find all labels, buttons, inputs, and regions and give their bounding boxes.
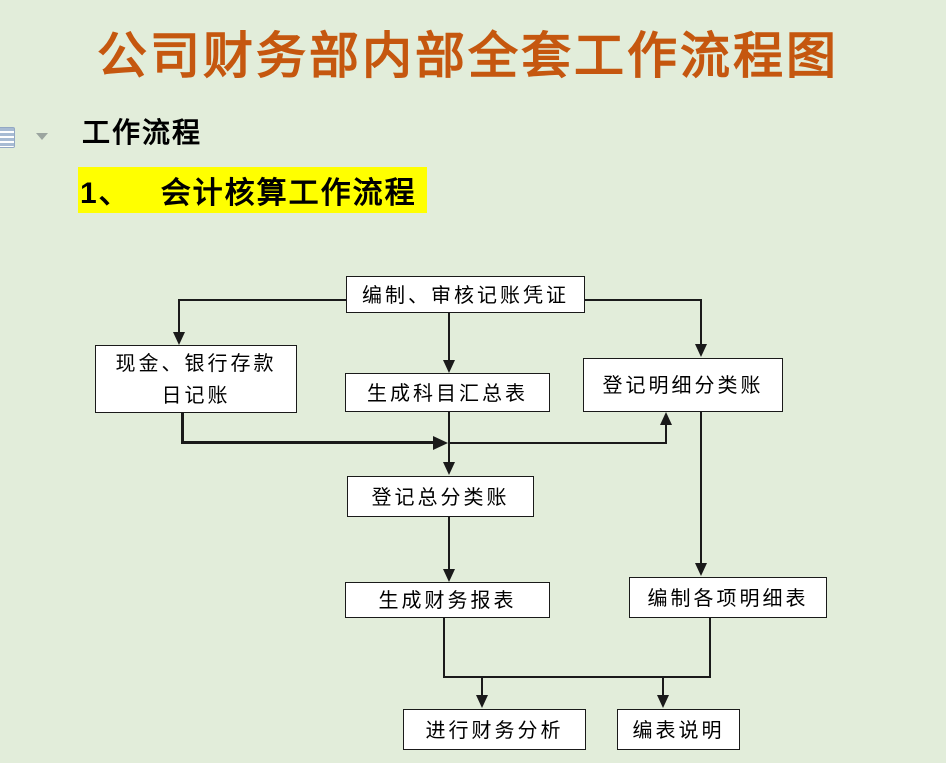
- connector-voucher-cash-h: [179, 299, 347, 301]
- connector-voucher-cash-v: [178, 299, 180, 333]
- connector-bus-notes-v: [662, 677, 664, 697]
- connector-summary-general-v: [448, 412, 450, 463]
- connector-bus-h: [443, 676, 711, 678]
- flow-node-report-label: 生成财务报表: [378, 588, 517, 612]
- flow-node-analysis[interactable]: 进行财务分析: [403, 709, 586, 750]
- connector-voucher-subledger-v: [700, 299, 702, 345]
- flow-node-report[interactable]: 生成财务报表: [345, 582, 550, 618]
- flow-node-voucher[interactable]: 编制、审核记账凭证: [346, 276, 585, 313]
- connector-voucher-summary-v: [448, 313, 450, 361]
- flow-node-cash-journal[interactable]: 现金、银行存款 日记账: [95, 345, 297, 413]
- flow-node-notes-label: 编表说明: [632, 717, 725, 742]
- connector-bus-analysis-v: [481, 677, 483, 697]
- page-title: 公司财务部内部全套工作流程图: [97, 28, 839, 84]
- flow-heading-label: 会计核算工作流程: [160, 177, 417, 210]
- arrowhead-into-notes: [657, 695, 669, 708]
- flow-node-general-ledger[interactable]: 登记总分类账: [347, 476, 534, 517]
- connector-voucher-subledger-h: [585, 299, 702, 301]
- dropdown-arrow-icon[interactable]: [36, 133, 48, 140]
- arrowhead-into-subledger-top: [695, 344, 707, 357]
- arrowhead-into-cash-journal: [173, 332, 185, 345]
- arrowhead-into-junction: [433, 436, 448, 450]
- flow-node-notes[interactable]: 编表说明: [617, 709, 740, 750]
- connector-junction-subledger-h: [448, 442, 667, 444]
- arrowhead-into-summary: [443, 360, 455, 373]
- connector-junction-subledger-v: [665, 424, 667, 443]
- connector-subledger-details-v: [700, 412, 702, 564]
- flow-node-voucher-label: 编制、审核记账凭证: [362, 282, 569, 307]
- flow-heading-number: 1、: [80, 177, 131, 210]
- arrowhead-into-report: [443, 569, 455, 582]
- document-icon[interactable]: [0, 127, 15, 148]
- flow-node-summary-label: 生成科目汇总表: [367, 380, 528, 405]
- section-heading: 工作流程: [82, 117, 203, 148]
- arrowhead-into-details: [695, 563, 707, 576]
- flow-node-subledger[interactable]: 登记明细分类账: [583, 358, 783, 412]
- arrowhead-into-subledger-bottom: [660, 412, 672, 425]
- flow-node-details[interactable]: 编制各项明细表: [629, 577, 827, 618]
- connector-general-report-v: [448, 517, 450, 570]
- flow-node-summary[interactable]: 生成科目汇总表: [345, 373, 550, 412]
- arrowhead-into-general-ledger: [443, 462, 455, 475]
- flow-node-general-ledger-label: 登记总分类账: [371, 484, 510, 509]
- flow-node-details-label: 编制各项明细表: [647, 585, 809, 610]
- flow-heading: 1、 会计核算工作流程: [78, 167, 427, 213]
- connector-cash-drop-v: [181, 413, 184, 444]
- connector-report-bus-v: [443, 618, 445, 678]
- flow-node-analysis-label: 进行财务分析: [425, 717, 564, 742]
- flow-node-cash-journal-line2: 日记账: [161, 383, 231, 407]
- arrowhead-into-analysis: [476, 695, 488, 708]
- connector-details-bus-v: [709, 618, 711, 678]
- flow-node-subledger-label: 登记明细分类账: [602, 373, 764, 397]
- connector-cash-junction-h: [181, 441, 433, 444]
- flow-node-cash-journal-line1: 现金、银行存款: [115, 351, 277, 375]
